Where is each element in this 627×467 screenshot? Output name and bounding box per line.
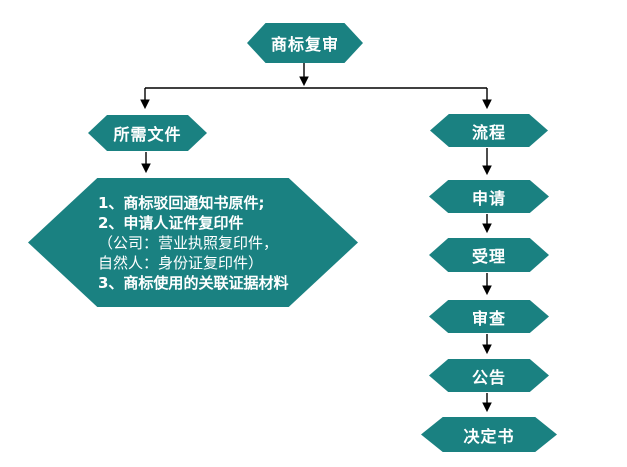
detail-line-applicant-certificate: 2、申请人证件复印件: [98, 213, 244, 232]
node-step-accept-label: 受理: [471, 247, 506, 266]
detail-line-usage-evidence: 3、商标使用的关联证据材料: [98, 273, 289, 292]
node-step-apply-label: 申请: [471, 188, 506, 208]
node-document-details: 1、商标驳回通知书原件; 2、申请人证件复印件 （公司：营业执照复印件， 自然人…: [28, 178, 358, 307]
node-trademark-review: 商标复审: [247, 23, 363, 63]
node-trademark-review-label: 商标复审: [270, 35, 339, 54]
detail-line-rejection-notice: 1、商标驳回通知书原件;: [98, 193, 265, 212]
detail-line-natural-person-id: 自然人：身份证复印件）: [98, 253, 264, 272]
node-step-apply: 申请: [429, 180, 549, 213]
node-step-decision: 决定书: [421, 417, 557, 452]
node-required-documents-label: 所需文件: [113, 125, 182, 144]
node-step-accept: 受理: [429, 238, 549, 272]
node-process-label: 流程: [471, 122, 506, 142]
node-step-examine-label: 审查: [471, 308, 506, 328]
node-process: 流程: [430, 114, 548, 147]
detail-line-company-license: （公司：营业执照复印件，: [98, 233, 279, 252]
node-step-announce: 公告: [429, 359, 549, 392]
node-step-decision-label: 决定书: [463, 426, 515, 446]
node-step-examine: 审查: [429, 300, 549, 333]
node-step-announce-label: 公告: [471, 367, 506, 387]
node-required-documents: 所需文件: [88, 115, 207, 151]
document-details-list: 1、商标驳回通知书原件; 2、申请人证件复印件 （公司：营业执照复印件， 自然人…: [28, 193, 288, 293]
